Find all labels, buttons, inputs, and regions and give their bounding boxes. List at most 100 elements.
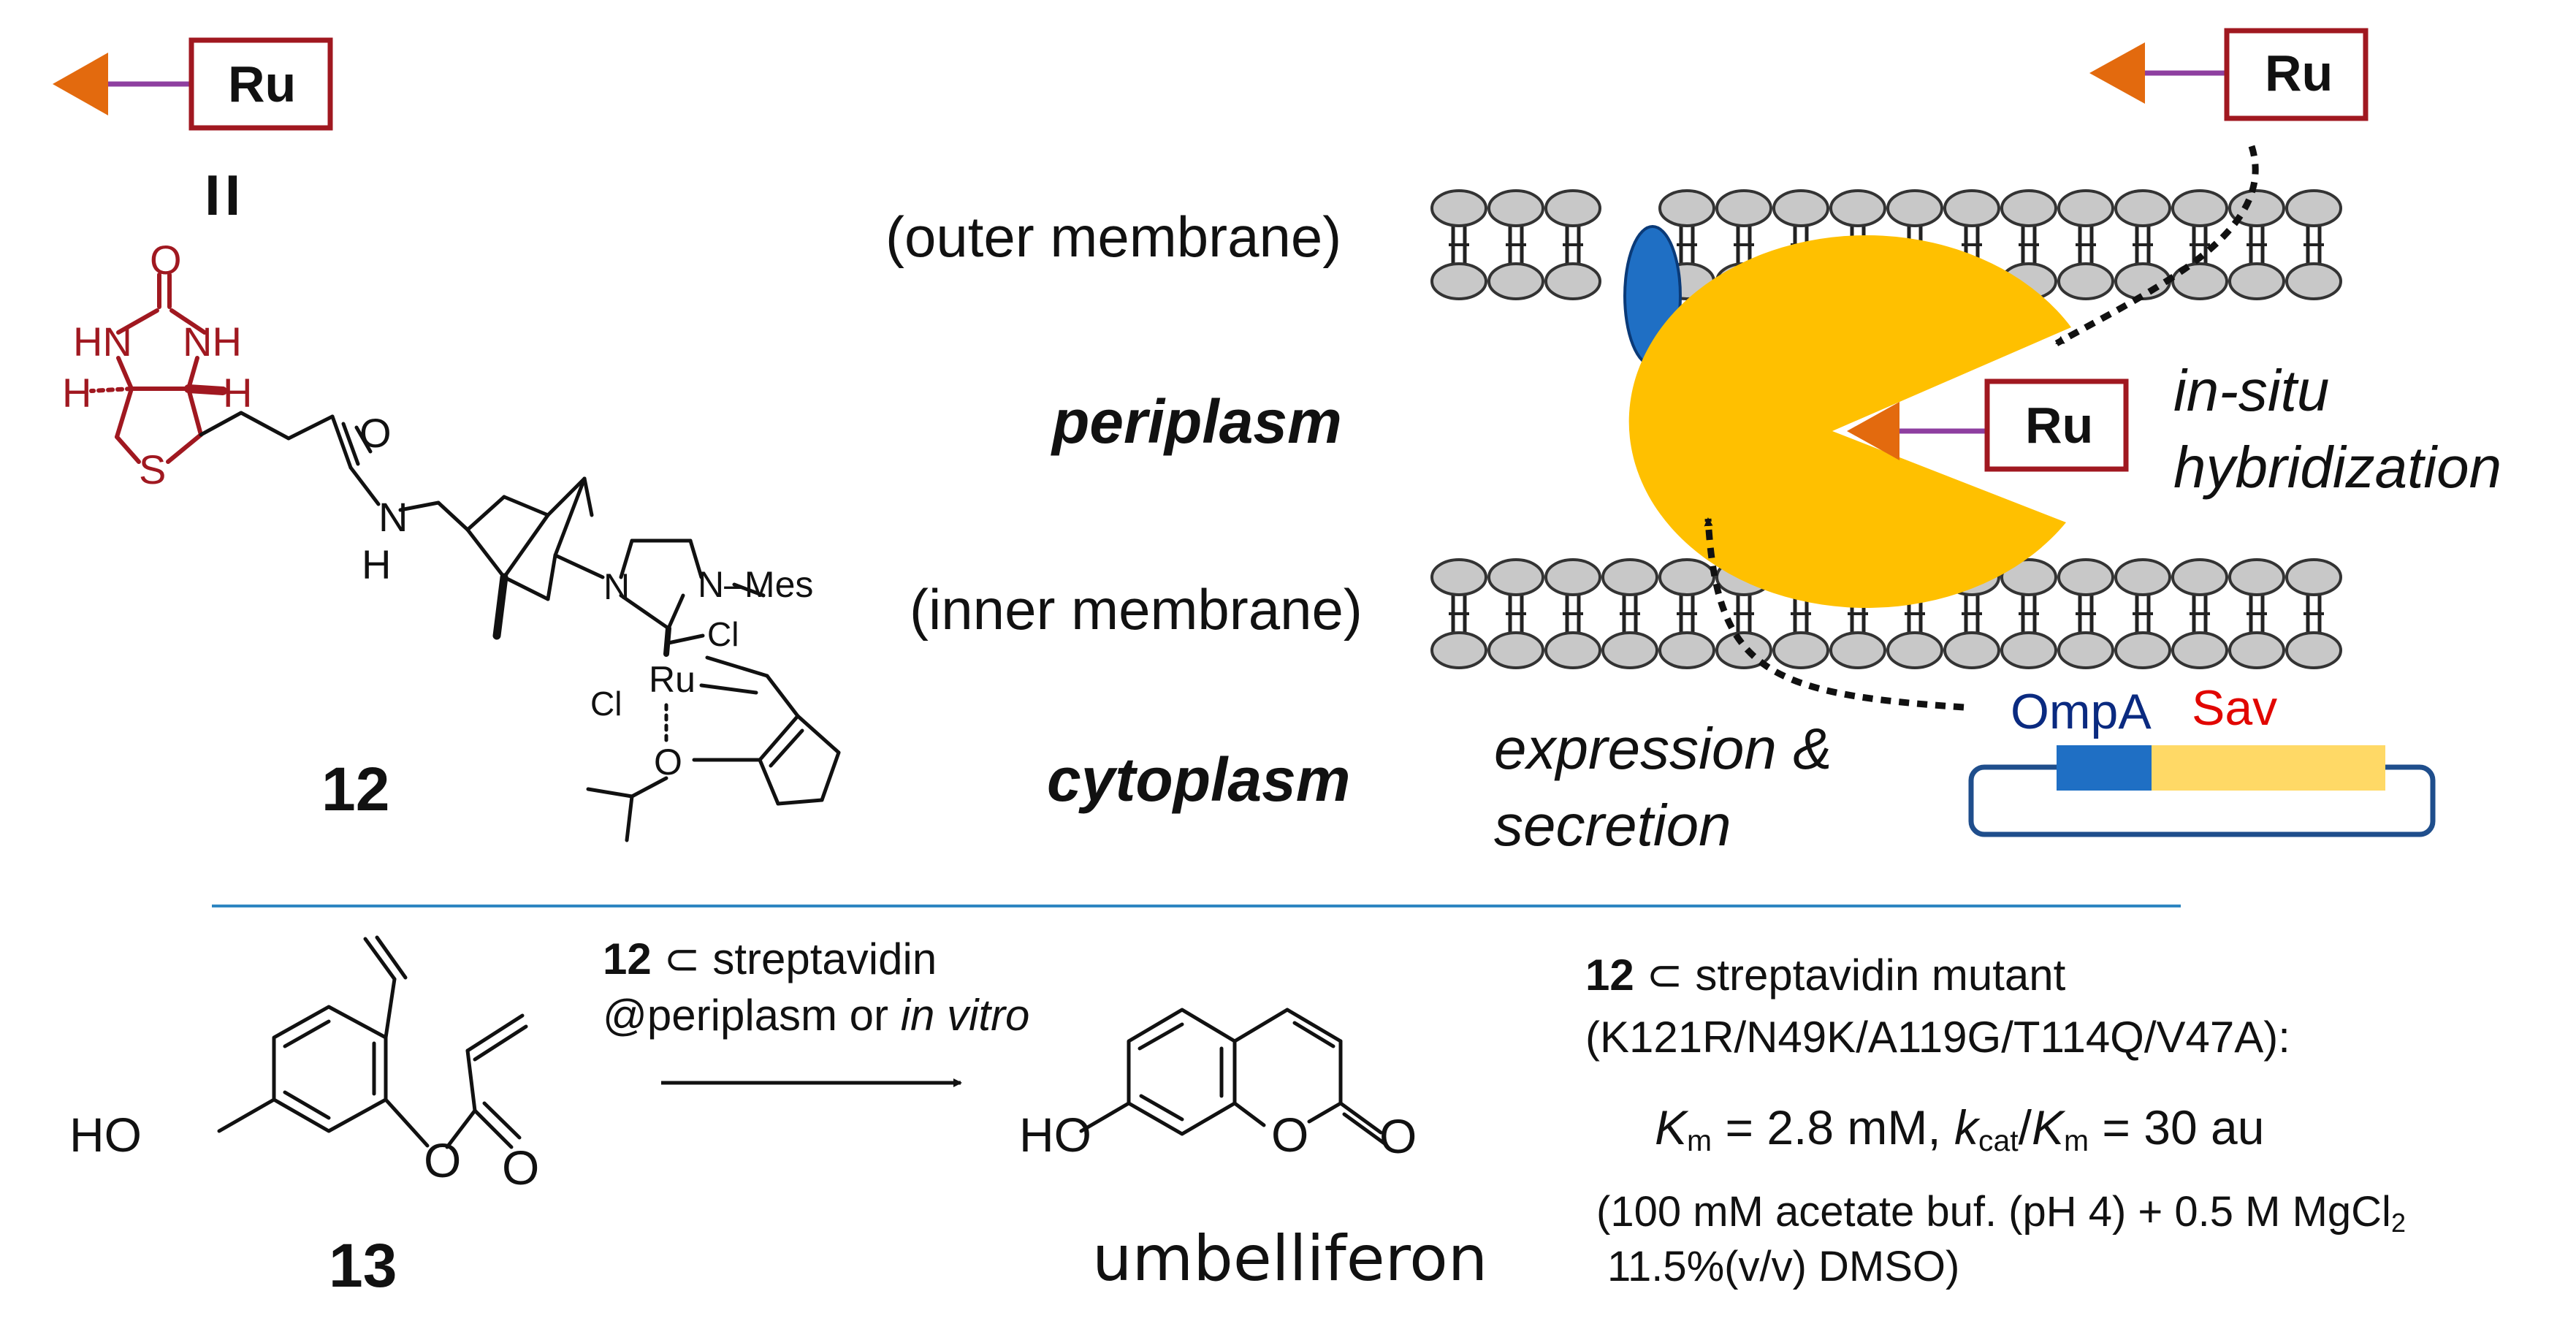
- km-symbol: K: [1655, 1100, 1688, 1154]
- atom-h-right: H: [223, 370, 253, 416]
- atom-h-amide: H: [362, 541, 392, 587]
- lipid-unit: [2228, 558, 2285, 669]
- lipid-unit: [2057, 189, 2114, 300]
- ru-label-topleft: Ru: [228, 56, 297, 113]
- buffer-text: (100 mM acetate buf. (pH 4) + 0.5 M MgCl: [1596, 1188, 2391, 1236]
- atom-n1: N: [603, 566, 630, 607]
- outer-membrane-label: (outer membrane): [885, 205, 1342, 269]
- lipid-unit: [1658, 558, 1715, 669]
- compound-13-label: 13: [329, 1231, 397, 1300]
- hybridization-arrow: [2054, 145, 2259, 346]
- atom-o-lactone: O: [1379, 1109, 1417, 1163]
- buffer-line-1: (100 mM acetate buf. (pH 4) + 0.5 M MgCl…: [1596, 1191, 2406, 1236]
- atom-ho-product: HO: [1019, 1108, 1091, 1162]
- atom-o-ipr: O: [654, 742, 682, 783]
- lipid-unit: [2000, 189, 2057, 300]
- buffer-subscript: 2: [2390, 1207, 2406, 1238]
- kcat-symbol: k: [1954, 1100, 1979, 1154]
- atom-n-amide: N: [378, 494, 408, 540]
- atom-s: S: [139, 446, 167, 492]
- lipid-unit: [2228, 189, 2285, 300]
- km-subscript: m: [1687, 1124, 1712, 1157]
- kinetics-catalyst-line: 12 ⊂ streptavidin mutant: [1585, 953, 2065, 997]
- equals-sign: II: [205, 163, 245, 227]
- ompa-gene-label: OmpA: [2011, 684, 2152, 739]
- atom-cl-left: Cl: [590, 685, 622, 723]
- ru-label-bound: Ru: [2025, 397, 2094, 454]
- ru-symbol-topleft: [53, 37, 333, 131]
- lipid-unit: [1430, 189, 1487, 300]
- lipid-unit: [2114, 189, 2171, 300]
- catalyst-number: 12: [603, 934, 652, 983]
- km2-symbol: K: [2031, 1100, 2064, 1154]
- lipid-unit: [1601, 558, 1658, 669]
- ru-label-topright: Ru: [2265, 45, 2333, 102]
- ru-symbol-topright: [2089, 28, 2369, 121]
- hybridization-label: hybridization: [2173, 435, 2502, 500]
- expression-label: expression &: [1494, 716, 1832, 781]
- atom-cl-top: Cl: [707, 615, 739, 653]
- condition-prefix: @periplasm or: [603, 991, 901, 1040]
- ratio-slash: /: [2018, 1100, 2032, 1154]
- km2-subscript: m: [2064, 1124, 2089, 1157]
- cytoplasm-label: cytoplasm: [1047, 745, 1351, 814]
- periplasm-label: periplasm: [1052, 387, 1342, 456]
- lipid-unit: [2285, 189, 2342, 300]
- lipid-unit: [1544, 558, 1601, 669]
- arrowhead-icon: [53, 53, 108, 115]
- secretion-arrow: [1704, 517, 1965, 711]
- atom-o-top: O: [150, 237, 182, 283]
- atom-o-ester: O: [424, 1133, 462, 1187]
- ompa-gene: [2057, 745, 2152, 791]
- lipid-unit: [2114, 558, 2171, 669]
- kcat-subscript: cat: [1978, 1124, 2019, 1157]
- in-situ-label: in-situ: [2173, 358, 2330, 423]
- ru-box: [1984, 378, 2129, 472]
- inner-membrane-label: (inner membrane): [910, 577, 1363, 642]
- atom-h-left: H: [62, 370, 92, 416]
- kinetic-constants-line: Km = 2.8 mM, kcat/Km = 30 au: [1655, 1103, 2264, 1156]
- ru-symbol-bound: [1847, 378, 2129, 472]
- sav-gene: [2152, 745, 2385, 791]
- lipid-unit: [1487, 189, 1544, 300]
- atom-ru: Ru: [649, 659, 696, 700]
- lipid-unit: [2057, 558, 2114, 669]
- compound-12-structure: [89, 273, 841, 842]
- mutant-line: (K121R/N49K/A119G/T114Q/V47A):: [1585, 1013, 2290, 1062]
- atom-nh: NH: [183, 319, 242, 365]
- ru-box: [188, 37, 333, 131]
- catalyst-text: ⊂ streptavidin: [651, 934, 937, 983]
- catalyst-line: 12 ⊂ streptavidin: [603, 937, 937, 981]
- atom-n-mes: N–Mes: [698, 564, 814, 605]
- atom-o-carbonyl: O: [502, 1141, 540, 1195]
- arrowhead-icon: [1847, 402, 1899, 460]
- sav-gene-label: Sav: [2192, 680, 2278, 736]
- lipid-unit: [1544, 189, 1601, 300]
- buffer-line-2: 11.5%(v/v) DMSO): [1607, 1243, 1960, 1290]
- streptavidin-protein: [1628, 235, 2071, 609]
- lipid-unit: [2171, 558, 2228, 669]
- lipid-unit: [1487, 558, 1544, 669]
- km-value: = 2.8 mM,: [1712, 1100, 1955, 1154]
- atom-ho-13: HO: [69, 1108, 142, 1162]
- kinetics-catalyst-number: 12: [1585, 951, 1634, 1000]
- compound-13-structure: [217, 935, 528, 1149]
- condition-italic: in vitro: [900, 991, 1030, 1040]
- umbelliferone-structure: [1079, 1008, 1387, 1146]
- biotin-moiety: [89, 273, 227, 464]
- secretion-label: secretion: [1494, 793, 1731, 858]
- kcat-value: = 30 au: [2089, 1100, 2265, 1154]
- lipid-unit: [2000, 558, 2057, 669]
- condition-line: @periplasm or in vitro: [603, 994, 1029, 1038]
- umbelliferon-label: umbelliferon: [1092, 1222, 1488, 1295]
- compound-12-label: 12: [321, 755, 390, 823]
- kinetics-catalyst-text: ⊂ streptavidin mutant: [1634, 951, 2066, 1000]
- atom-o-amide: O: [359, 410, 392, 456]
- atom-o-ring: O: [1271, 1108, 1309, 1162]
- lipid-unit: [1430, 558, 1487, 669]
- lipid-unit: [2171, 189, 2228, 300]
- ru-box: [2224, 28, 2369, 121]
- plasmid: [1968, 745, 2436, 837]
